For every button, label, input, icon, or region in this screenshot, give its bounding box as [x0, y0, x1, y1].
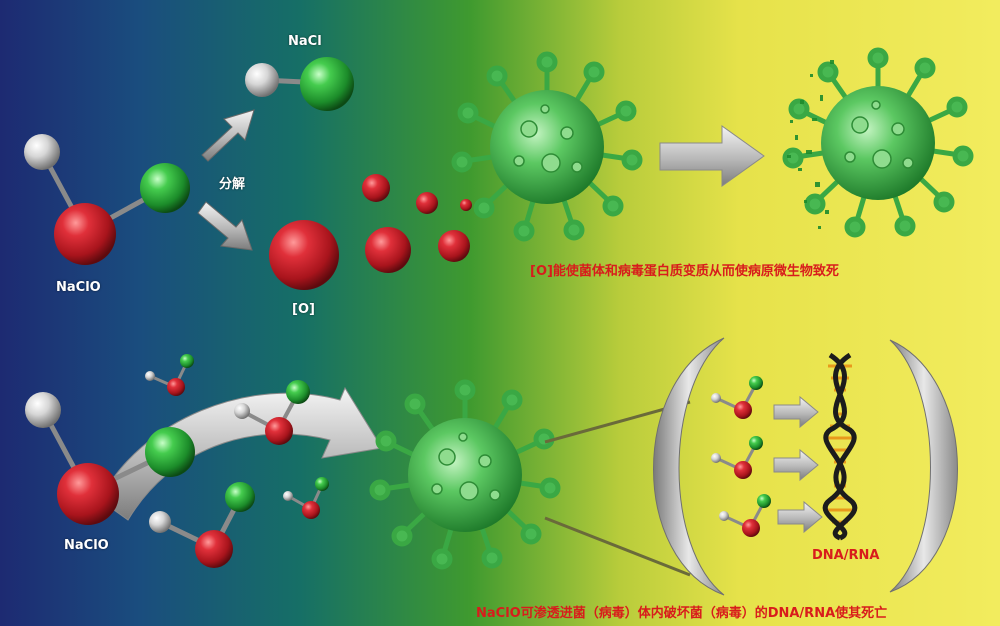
decompose-label: 分解	[219, 177, 246, 192]
oxygen-atom	[24, 134, 60, 170]
molecule-icon	[283, 477, 329, 519]
molecule-icon	[145, 354, 194, 396]
nacl-chlorine-atom	[300, 57, 354, 111]
molecule-icon	[711, 436, 763, 479]
sodium-atom	[54, 203, 116, 265]
arrow-icon	[773, 448, 819, 482]
molecule-icon	[234, 380, 310, 445]
arrow-icon	[659, 125, 765, 187]
naclo-label-top: NaClO	[56, 280, 101, 295]
oxygen-label: [O]	[292, 302, 315, 317]
dna-rna-label: DNA/RNA	[812, 548, 880, 563]
right-bracket	[889, 339, 958, 593]
arrow-icon	[197, 201, 253, 251]
naclo-label-bottom: NaClO	[64, 538, 109, 553]
virus-icon	[454, 54, 640, 239]
arrow-icon	[777, 500, 823, 534]
arrow-icon	[201, 109, 255, 162]
virus-icon	[372, 382, 558, 567]
dna-helix-icon	[822, 352, 858, 541]
nacl-sodium-atom	[245, 63, 279, 97]
molecule-icon	[719, 494, 771, 537]
arrow-icon	[773, 395, 819, 429]
caption-top: [O]能使菌体和病毒蛋白质变质从而使病原微生物致死	[530, 264, 839, 279]
molecule-icon	[149, 482, 255, 568]
left-bracket	[653, 337, 725, 596]
molecule-icon	[711, 376, 763, 419]
chlorine-atom	[140, 163, 190, 213]
caption-bottom: NaClO可渗透进菌（病毒）体内破坏菌（病毒）的DNA/RNA使其死亡	[476, 606, 888, 621]
virus-icon	[785, 50, 971, 235]
oxygen-radical	[269, 220, 339, 290]
nacl-label: NaCl	[288, 34, 322, 49]
